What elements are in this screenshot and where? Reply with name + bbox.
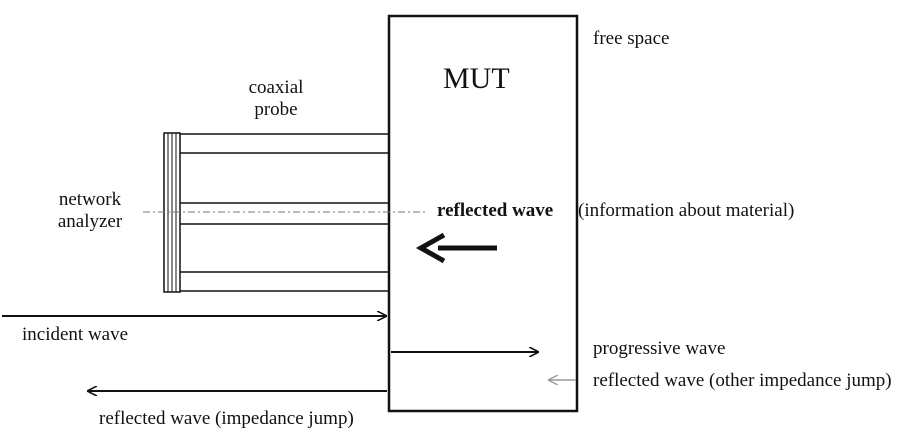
reflected-impedance-label: reflected wave (impedance jump) (99, 408, 354, 429)
network-label: network (58, 189, 122, 210)
probe-label: probe (254, 99, 298, 120)
coaxial-label: coaxial (248, 77, 304, 98)
mut-label: MUT (443, 62, 510, 95)
free-space-label: free space (593, 28, 670, 49)
reflected-wave-label: reflected wave (437, 200, 554, 221)
reflected-wave-arrow-large (415, 232, 497, 264)
reflected-other-label: reflected wave (other impedance jump) (593, 370, 892, 391)
progressive-wave-label: progressive wave (593, 338, 726, 359)
coaxial-probe (180, 133, 389, 292)
incident-wave-label: incident wave (22, 324, 129, 345)
reflected-info-label: (information about material) (578, 200, 795, 221)
mut-box (387, 14, 579, 413)
analyzer-label: analyzer (57, 211, 123, 232)
